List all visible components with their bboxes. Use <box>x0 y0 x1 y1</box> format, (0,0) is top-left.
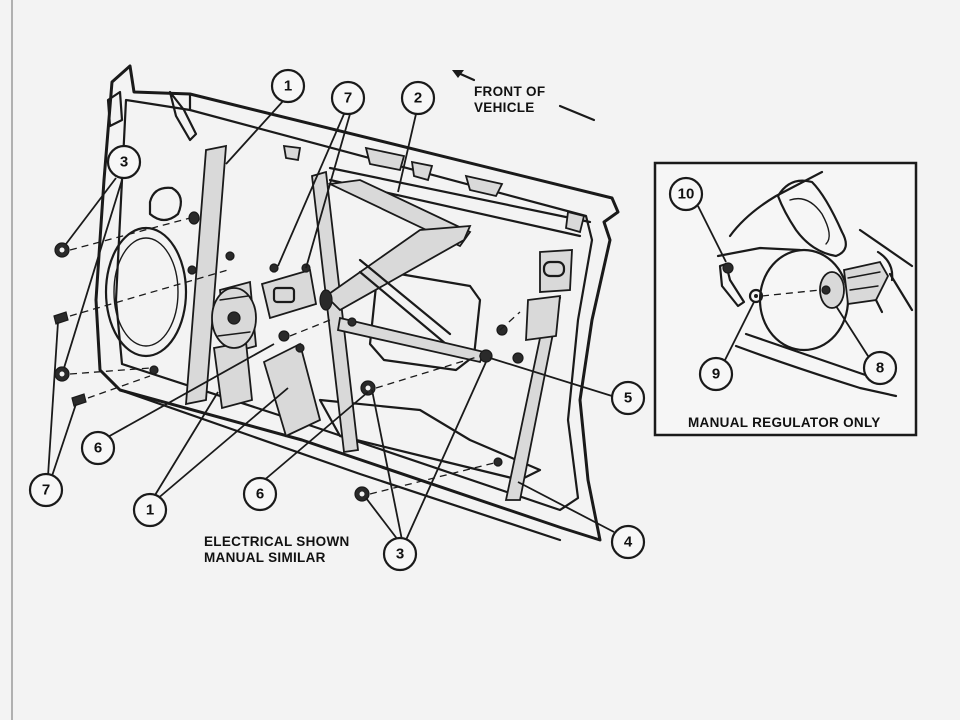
rivet-rail <box>149 263 503 467</box>
nut-left-lower <box>54 366 70 382</box>
caption-line2: MANUAL SIMILAR <box>204 550 326 565</box>
door-inner-panel <box>94 64 620 542</box>
callout-8-label: 8 <box>876 360 884 377</box>
callout-4-right-label: 4 <box>624 534 633 551</box>
callout-3-left-label: 3 <box>120 154 128 171</box>
callout-3-bottom: 3 <box>382 536 418 572</box>
rivet-left-lower <box>71 393 87 407</box>
front-label-line1: FRONT OF <box>474 84 545 99</box>
nut-right <box>479 324 524 364</box>
callout-2-top-label: 2 <box>414 90 422 107</box>
callout-1-bottom: 1 <box>132 492 168 528</box>
caption-line1: ELECTRICAL SHOWN <box>204 534 350 549</box>
manual-regulator-inset: 10 9 8 MANUAL REGULATOR ONLY <box>653 161 918 437</box>
front-of-vehicle-indicator: FRONT OF VEHICLE <box>452 70 596 122</box>
callout-9-label: 9 <box>712 366 720 383</box>
callout-3-bottom-label: 3 <box>396 546 404 563</box>
callout-7-top-label: 7 <box>344 90 352 107</box>
callout-10-label: 10 <box>678 186 695 203</box>
callout-6-mid-label: 6 <box>256 486 264 503</box>
callout-8-inset: 8 <box>862 350 898 386</box>
callout-2-top: 2 <box>400 80 436 116</box>
callout-1-top-label: 1 <box>284 78 292 95</box>
callout-4-right: 4 <box>610 524 646 560</box>
bolt-motor <box>187 251 305 353</box>
callout-3-left: 3 <box>106 144 142 180</box>
callout-1-top: 1 <box>270 68 306 104</box>
callout-1-bottom-label: 1 <box>146 502 154 519</box>
callout-6-left-label: 6 <box>94 440 102 457</box>
nut-bottom <box>354 486 370 502</box>
callout-7-left: 7 <box>28 472 64 508</box>
leader-lines <box>47 99 615 541</box>
callout-7-top: 7 <box>330 80 366 116</box>
front-label-line2: VEHICLE <box>474 100 535 115</box>
callout-7-left-label: 7 <box>42 482 50 499</box>
diagram-caption: ELECTRICAL SHOWN MANUAL SIMILAR <box>204 534 350 565</box>
callout-5-right: 5 <box>610 380 646 416</box>
callout-5-right-label: 5 <box>624 390 632 407</box>
callout-10-inset: 10 <box>668 176 704 212</box>
window-motor <box>211 280 257 410</box>
callout-6-left: 6 <box>80 430 116 466</box>
callout-9-inset: 9 <box>698 356 734 392</box>
nut-left-upper <box>54 242 70 258</box>
inset-title: MANUAL REGULATOR ONLY <box>688 415 881 430</box>
rivet-left-upper <box>53 311 69 325</box>
window-regulator-assembly <box>185 144 573 501</box>
callout-6-mid: 6 <box>242 476 278 512</box>
